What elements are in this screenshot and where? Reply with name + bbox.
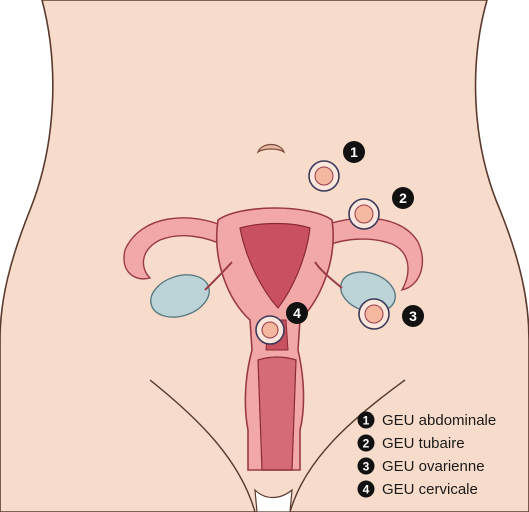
marker-4: 4 <box>286 302 308 324</box>
marker-3: 3 <box>402 305 424 327</box>
embryo-sac-abdominal <box>309 161 339 191</box>
svg-text:3: 3 <box>363 460 370 474</box>
marker-2: 2 <box>392 187 414 209</box>
svg-text:GEU ovarienne: GEU ovarienne <box>382 458 485 475</box>
marker-1: 1 <box>343 141 365 163</box>
svg-text:1: 1 <box>363 414 370 428</box>
svg-text:GEU cervicale: GEU cervicale <box>382 481 478 498</box>
svg-text:1: 1 <box>350 144 358 160</box>
svg-text:GEU tubaire: GEU tubaire <box>382 435 465 452</box>
embryo-sac-cervical <box>256 316 284 344</box>
svg-text:GEU abdominale: GEU abdominale <box>382 412 496 429</box>
svg-text:2: 2 <box>399 190 407 206</box>
svg-text:2: 2 <box>363 437 370 451</box>
vaginal-canal <box>258 357 296 470</box>
embryo-sac-ovarian <box>359 299 389 329</box>
svg-text:4: 4 <box>293 305 301 321</box>
embryo-sac-tubal <box>349 199 379 229</box>
svg-text:3: 3 <box>409 308 417 324</box>
svg-text:4: 4 <box>363 483 370 497</box>
